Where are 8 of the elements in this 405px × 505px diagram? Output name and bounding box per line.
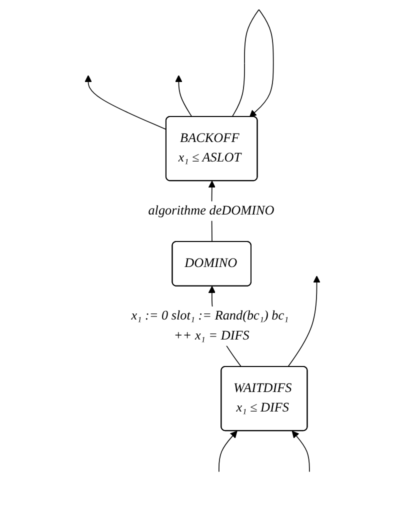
arrow [292, 430, 310, 472]
arrow [287, 275, 320, 367]
edge-label: algorithme deDOMINO [148, 203, 274, 218]
arrow [175, 74, 192, 117]
arrow [218, 430, 238, 472]
arrow [84, 74, 167, 130]
arrow [232, 8, 274, 117]
edge-label: x₁ := 0 slot₁ := Rand(bc₁) bc₁ ++ x₁ = DIFS [131, 308, 289, 342]
